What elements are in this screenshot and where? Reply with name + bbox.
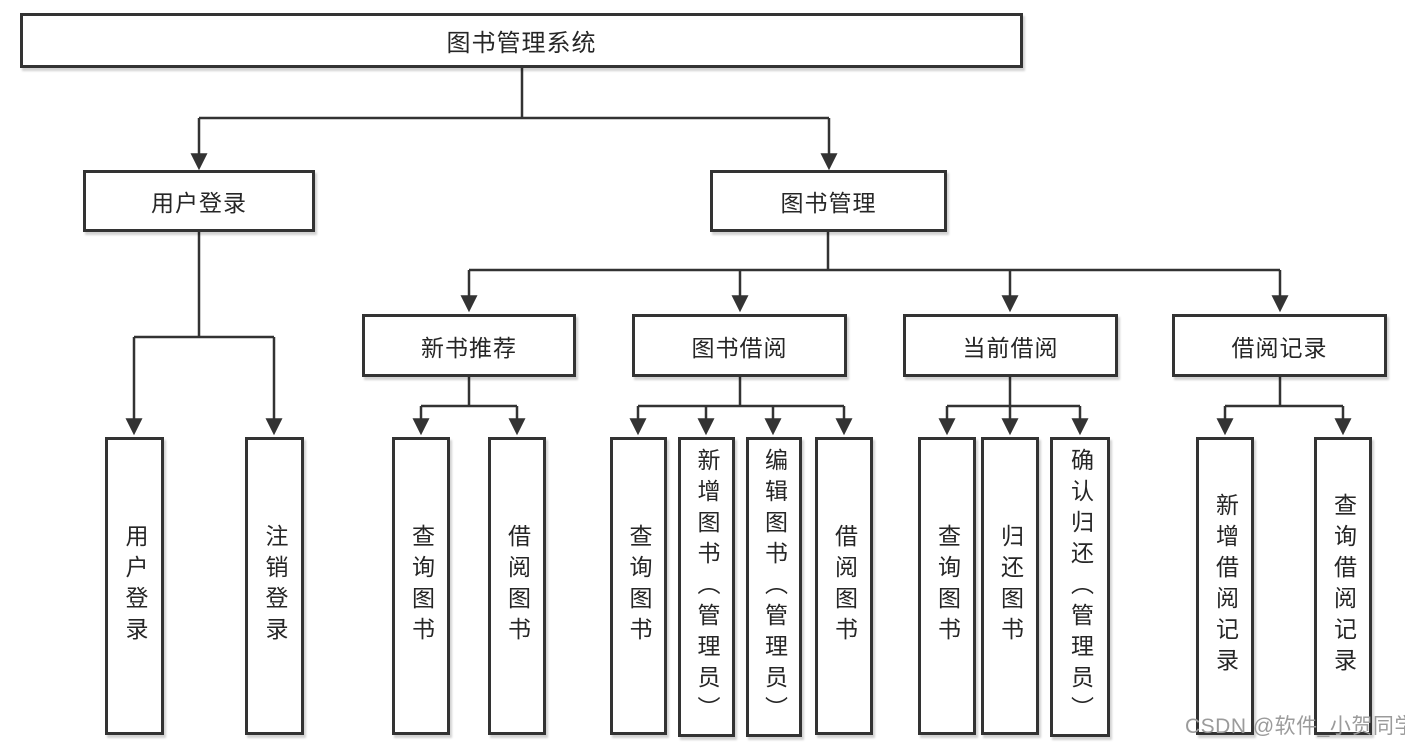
- leaf-logout: 注销登录: [245, 437, 304, 735]
- leaf-newbook-borrow-book: 借阅图书: [488, 437, 546, 735]
- leaf-record-query-record: 查询借阅记录: [1314, 437, 1372, 735]
- leaf-borrow-borrow-book: 借阅图书: [815, 437, 873, 735]
- node-book-borrow: 图书借阅: [632, 314, 847, 377]
- leaf-current-query-book: 查询图书: [918, 437, 976, 735]
- node-borrow-record: 借阅记录: [1172, 314, 1387, 377]
- node-current-borrow: 当前借阅: [903, 314, 1118, 377]
- node-book-management: 图书管理: [710, 170, 947, 232]
- node-new-book-recommend: 新书推荐: [362, 314, 576, 377]
- leaf-record-add-record: 新增借阅记录: [1196, 437, 1254, 735]
- leaf-borrow-add-book-admin: 新增图书（管理员）: [678, 437, 735, 737]
- leaf-borrow-edit-book-admin: 编辑图书（管理员）: [746, 437, 802, 737]
- csdn-watermark: CSDN @软件_小贺同学: [1185, 715, 1405, 738]
- leaf-current-confirm-return-admin: 确认归还（管理员）: [1050, 437, 1110, 737]
- node-user-login: 用户登录: [83, 170, 315, 232]
- leaf-user-login: 用户登录: [105, 437, 164, 735]
- leaf-borrow-query-book: 查询图书: [610, 437, 667, 735]
- leaf-newbook-query-book: 查询图书: [392, 437, 450, 735]
- leaf-current-return-book: 归还图书: [981, 437, 1039, 735]
- node-root-system: 图书管理系统: [20, 13, 1023, 68]
